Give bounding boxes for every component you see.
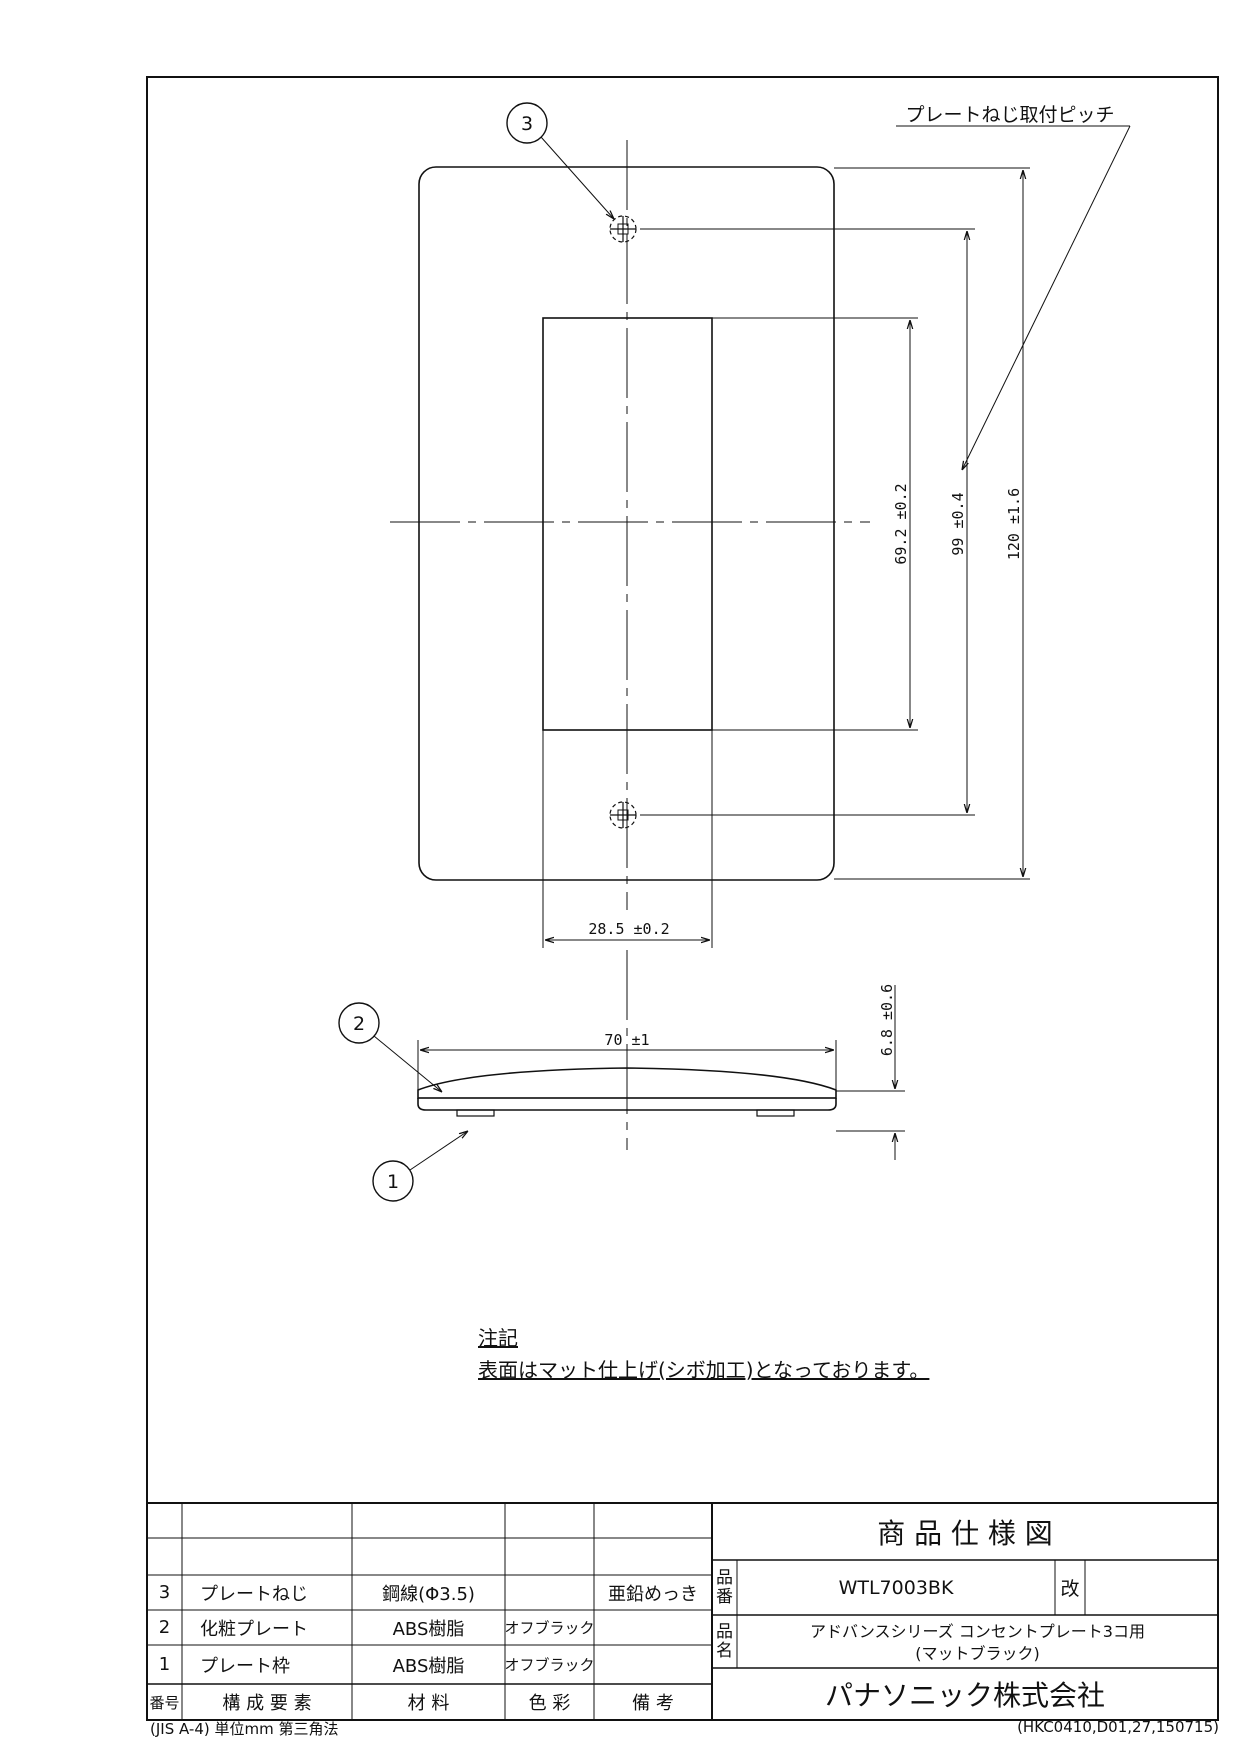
notes-heading: 注記 xyxy=(478,1326,518,1350)
notes-text: 表面はマット仕上げ(シボ加工)となっております。 xyxy=(478,1358,930,1382)
part-no: WTL7003BK xyxy=(838,1576,954,1599)
balloon-2: 2 xyxy=(338,1002,442,1092)
svg-text:1: 1 xyxy=(387,1171,399,1193)
row1-color: オフブラック xyxy=(504,1656,595,1674)
header-material: 材 料 xyxy=(407,1693,450,1714)
row3-component: プレートねじ xyxy=(200,1583,308,1605)
header-component: 構 成 要 素 xyxy=(222,1693,312,1714)
row2-component: 化粧プレート xyxy=(200,1618,308,1640)
front-view: 69.2 ±0.2 99 ±0.4 120 ±1.6 28.5 ±0.2 xyxy=(390,140,1030,948)
dim-screw-pitch: 99 ±0.4 xyxy=(949,492,967,555)
svg-text:3: 3 xyxy=(521,113,533,135)
row2-color: オフブラック xyxy=(504,1619,595,1637)
dim-plate-height: 120 ±1.6 xyxy=(1005,488,1023,560)
row2-no: 2 xyxy=(158,1617,171,1638)
row1-component: プレート枠 xyxy=(200,1655,290,1677)
header-no: 番号 xyxy=(149,1693,180,1712)
part-no-label: 品番 xyxy=(716,1567,733,1607)
product-name: アドバンスシリーズ コンセントプレート3コ用 (マットブラック) xyxy=(737,1617,1218,1668)
row2-remarks xyxy=(594,1610,712,1645)
row3-remarks: 亜鉛めっき xyxy=(608,1583,698,1605)
svg-text:2: 2 xyxy=(353,1013,365,1035)
dim-plate-width: 70 ±1 xyxy=(604,1031,649,1049)
header-remarks: 備 考 xyxy=(632,1693,674,1714)
row1-material: ABS樹脂 xyxy=(392,1655,465,1677)
side-view: 70 ±1 6.8 ±0.6 xyxy=(417,950,905,1160)
product-name-line2: (マットブラック) xyxy=(915,1643,1040,1663)
footer-right: (HKC0410,D01,27,150715) xyxy=(1017,1718,1219,1736)
revision-label: 改 xyxy=(1060,1578,1080,1600)
product-name-line1: アドバンスシリーズ コンセントプレート3コ用 xyxy=(810,1621,1145,1641)
name-label: 品名 xyxy=(716,1621,733,1661)
footer-left: (JIS A-4) 単位mm 第三角法 xyxy=(150,1720,339,1738)
drawing-border xyxy=(146,76,1219,1721)
row1-no: 1 xyxy=(158,1654,171,1675)
screw-top xyxy=(609,215,637,243)
row1-remarks xyxy=(594,1645,712,1684)
row2-material: ABS樹脂 xyxy=(392,1618,465,1640)
dim-thickness: 6.8 ±0.6 xyxy=(878,984,896,1056)
screw-bottom xyxy=(609,801,637,829)
dim-opening-width: 28.5 ±0.2 xyxy=(588,920,669,938)
screw-pitch-callout: プレートねじ取付ピッチ xyxy=(896,104,1131,470)
title-block-title: 商 品 仕 様 図 xyxy=(877,1516,1053,1550)
balloon-3: 3 xyxy=(506,102,614,219)
row3-no: 3 xyxy=(158,1582,171,1603)
balloon-1: 1 xyxy=(372,1131,468,1202)
row3-material: 鋼線(Φ3.5) xyxy=(382,1583,475,1605)
header-color: 色 彩 xyxy=(528,1693,571,1714)
company-name: パナソニック株式会社 xyxy=(824,1679,1105,1712)
row3-color xyxy=(505,1575,594,1610)
dim-opening-height: 69.2 ±0.2 xyxy=(892,483,910,564)
table-grid xyxy=(147,1502,1218,1720)
callout-title: プレートねじ取付ピッチ xyxy=(905,104,1114,126)
